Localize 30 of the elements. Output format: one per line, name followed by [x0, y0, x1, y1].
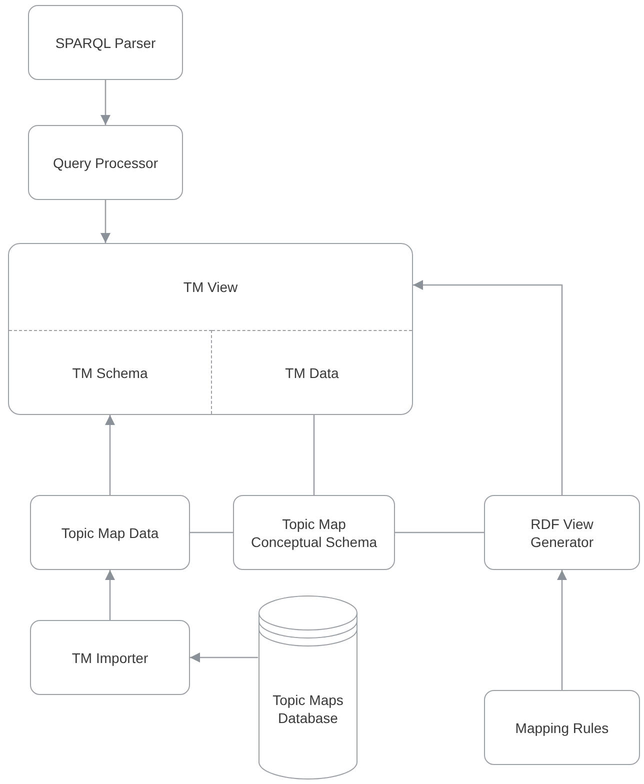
node-label: TM Data — [285, 364, 339, 382]
process-box — [484, 690, 640, 765]
node-label: Topic Map Data — [61, 524, 159, 542]
arrow — [557, 570, 567, 690]
node-label: TM Schema — [72, 364, 148, 382]
arrow — [100, 80, 110, 125]
process-box — [30, 620, 190, 695]
process-box — [28, 125, 183, 200]
connector-line — [395, 532, 484, 534]
node-label: TM Importer — [72, 648, 148, 666]
node-label: TM View — [183, 278, 238, 296]
arrow — [105, 415, 115, 495]
process-box — [28, 5, 183, 80]
process-box — [484, 495, 640, 570]
process-box — [233, 495, 395, 570]
connector-line — [313, 414, 315, 495]
schema-section — [9, 330, 212, 414]
node-label: Topic Maps Database — [272, 690, 344, 726]
node-label: RDF View Generator — [529, 514, 595, 550]
arrow — [413, 280, 563, 495]
node-label: Mapping Rules — [515, 718, 609, 736]
arrow — [190, 652, 258, 662]
arrow — [100, 200, 110, 243]
view-container-box — [8, 243, 413, 415]
connector-line — [190, 532, 233, 534]
process-box — [30, 495, 190, 570]
arrow — [105, 570, 115, 620]
node-label: Query Processor — [52, 154, 158, 172]
node-label: SPARQL Parser — [55, 34, 156, 52]
node-label: Topic Map Conceptual Schema — [250, 514, 378, 550]
